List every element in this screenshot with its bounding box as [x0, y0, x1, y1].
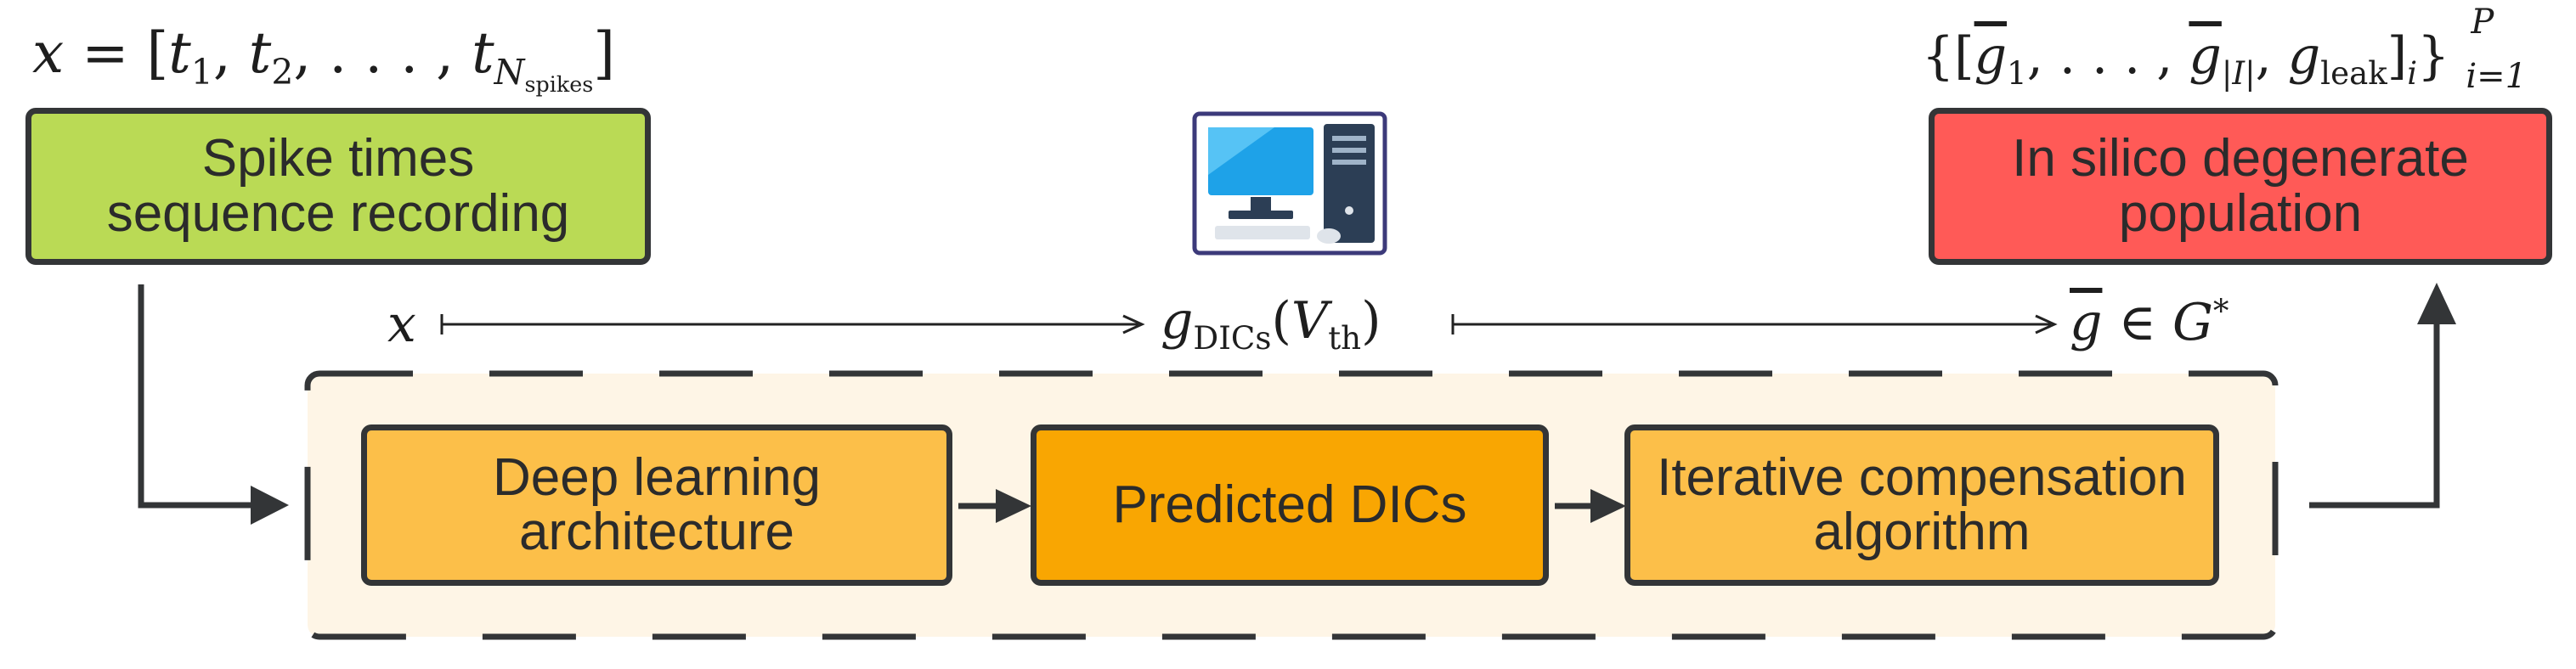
map-label-g-bar: g ∈ G* — [2070, 292, 2229, 352]
input-to-pipeline-arrow — [138, 284, 263, 509]
step1-to-step2-arrowhead — [996, 489, 1031, 523]
predicted-dics-label: Predicted DICs — [1112, 475, 1467, 534]
input-formula: x = [t1, t2, . . . , tNspikes] — [32, 20, 615, 98]
spike-times-label: Spike times sequence recording — [106, 129, 570, 243]
iterative-compensation-label: Iterative compensation algorithm — [1657, 447, 2187, 561]
computer-icon — [1192, 111, 1387, 256]
output-formula: {[g1, . . . , g|I|, gleak]i} P i=1 — [1922, 3, 2528, 96]
mapping-arrow-2 — [1451, 314, 2058, 334]
output-arrowhead — [2417, 283, 2456, 324]
degenerate-population-label: In silico degenerate population — [2012, 129, 2469, 243]
mapping-arrow-1 — [440, 314, 1145, 334]
map-label-x: x — [387, 295, 416, 354]
deep-learning-label: Deep learning architecture — [492, 447, 822, 561]
deep-learning-box: Deep learning architecture — [361, 424, 952, 586]
iterative-compensation-box: Iterative compensation algorithm — [1624, 424, 2219, 586]
pipeline-to-output-arrow — [2309, 314, 2440, 509]
degenerate-population-box: In silico degenerate population — [1929, 108, 2552, 265]
predicted-dics-box: Predicted DICs — [1031, 424, 1549, 586]
input-arrowhead — [251, 486, 289, 525]
step2-to-step3-arrowhead — [1590, 489, 1626, 523]
spike-times-box: Spike times sequence recording — [25, 108, 651, 265]
map-label-g-dics: gDICs(Vth) — [1161, 291, 1381, 357]
